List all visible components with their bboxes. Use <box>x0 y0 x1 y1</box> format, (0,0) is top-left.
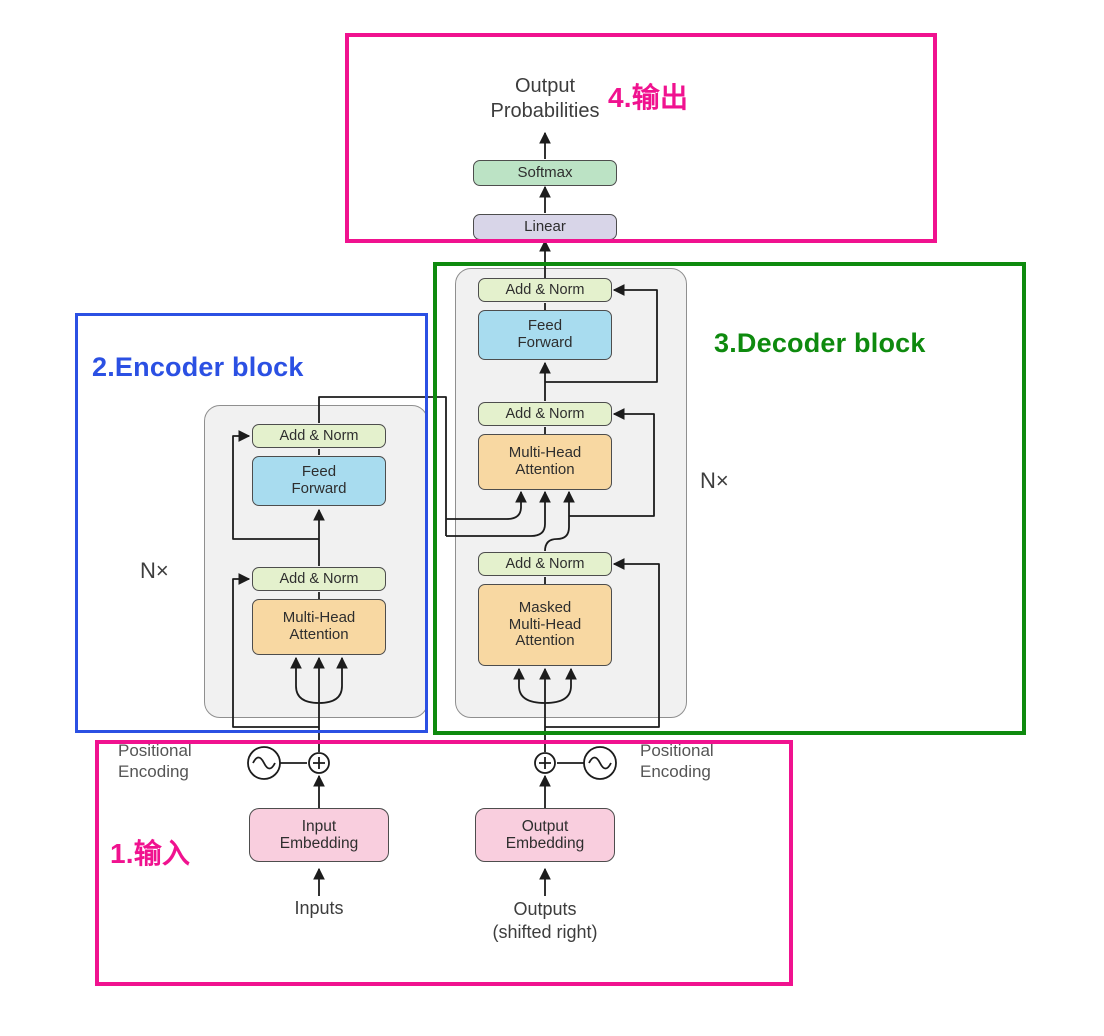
arrow-decoder-addnorm-to-attn-q <box>544 490 575 552</box>
sine-wave-left <box>252 756 276 770</box>
positional-encoding-right-label: Positional Encoding <box>640 741 714 781</box>
annotation-label-encoder: 2.Encoder block <box>92 352 304 382</box>
plus-sign-right <box>539 757 551 769</box>
decoder-multi-head-attention-box: Multi-Head Attention <box>478 434 612 490</box>
wire-encoder-output-to-decoder <box>318 396 447 536</box>
decoder-addnorm-top-box: Add & Norm <box>478 278 612 302</box>
decoder-n-times-label: N× <box>700 468 729 493</box>
positional-encoding-left-label: Positional Encoding <box>118 741 192 781</box>
arrow-decoder-residual-3 <box>545 284 658 383</box>
linear-box: Linear <box>473 214 617 240</box>
arrow-decoder-residual-1 <box>545 558 660 728</box>
annotation-box-input <box>95 740 793 986</box>
arrow-masked-attn-in-right <box>544 667 577 704</box>
encoder-n-times-label: N× <box>140 558 169 583</box>
decoder-addnorm-bottom-box: Add & Norm <box>478 552 612 576</box>
encoder-addnorm-top-box: Add & Norm <box>252 424 386 448</box>
arrow-decoder-residual-2 <box>569 408 655 517</box>
arrow-encoder-residual-2 <box>232 430 319 540</box>
encoder-addnorm-bottom-box: Add & Norm <box>252 567 386 591</box>
encoder-multi-head-attention-box: Multi-Head Attention <box>252 599 386 655</box>
softmax-box: Softmax <box>473 160 617 186</box>
inputs-label: Inputs <box>294 898 344 918</box>
arrow-encoder-attn-in-right <box>318 656 348 704</box>
annotation-label-output: 4.输出 <box>608 82 689 113</box>
arrow-encoder-residual-1 <box>232 573 319 728</box>
annotation-label-decoder: 3.Decoder block <box>714 328 926 358</box>
decoder-feed-forward-box: Feed Forward <box>478 310 612 360</box>
arrow-encoder-to-decoder-v <box>446 490 527 520</box>
sine-wave-right <box>588 756 612 770</box>
encoder-feed-forward-box: Feed Forward <box>252 456 386 506</box>
annotation-label-input: 1.输入 <box>110 838 191 869</box>
annotation-box-decoder <box>433 262 1026 735</box>
output-embedding-box: Output Embedding <box>475 808 615 862</box>
annotation-box-encoder <box>75 313 428 733</box>
outputs-label: Outputs (shifted right) <box>492 899 598 942</box>
arrow-encoder-attn-in-left <box>290 656 320 704</box>
masked-multi-head-attention-box: Masked Multi-Head Attention <box>478 584 612 666</box>
input-embedding-box: Input Embedding <box>249 808 389 862</box>
decoder-addnorm-middle-box: Add & Norm <box>478 402 612 426</box>
plus-sign-left <box>313 757 325 769</box>
arrow-encoder-to-decoder-k <box>446 490 551 537</box>
arrow-masked-attn-in-left <box>513 667 546 704</box>
annotation-box-output <box>345 33 937 243</box>
output-probabilities-label: Output Probabilities <box>490 75 600 122</box>
